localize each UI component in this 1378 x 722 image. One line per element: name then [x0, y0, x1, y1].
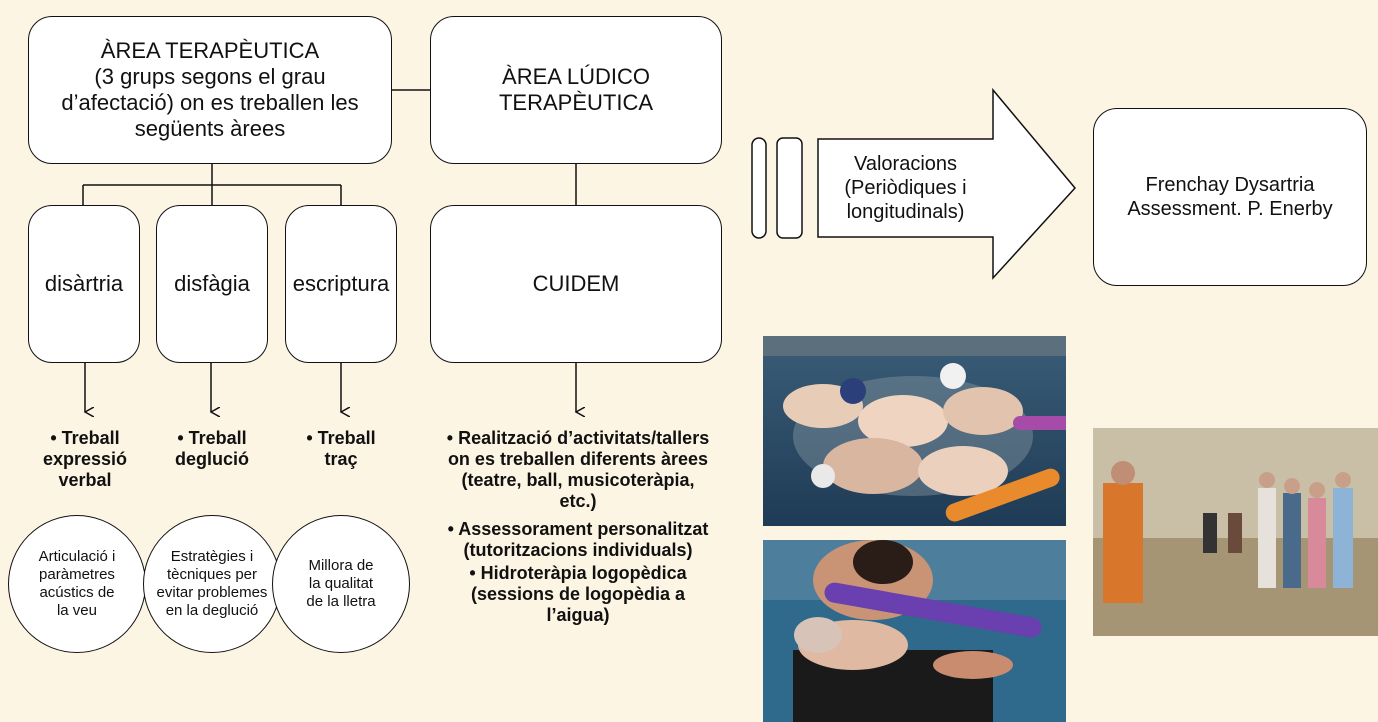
hydrotherapy-photo — [763, 540, 1066, 722]
cuidem-label: CUIDEM — [532, 271, 620, 296]
frenchay-box: Frenchay Dysartria Assessment. P. Enerby — [1093, 108, 1367, 286]
circle-millora-text: Millora de la qualitat de la lletra — [306, 557, 376, 610]
pool-group-photo — [763, 336, 1066, 526]
disartria-label: disàrtria — [44, 271, 124, 296]
disartria-box: disàrtria — [28, 205, 140, 363]
valoracions-label: Valoracions (Periòdiques i longitudinals… — [844, 153, 967, 223]
disfagia-box: disfàgia — [156, 205, 268, 363]
circle-millora: Millora de la qualitat de la lletra — [272, 515, 410, 653]
work-disartria: • Treball expressió verbal — [42, 428, 128, 490]
cuidem-item-1: • Realització d’activitats/tallers on es… — [446, 428, 710, 511]
circle-estrategies: Estratègies i tècniques per evitar probl… — [143, 515, 281, 653]
area-terapeutica-box: ÀREA TERAPÈUTICA (3 grups segons el grau… — [28, 16, 392, 164]
cuidem-item-3: • Hidroteràpia logopèdica (sessions de l… — [469, 563, 687, 625]
work-disfagia: • Treball deglució — [174, 428, 249, 469]
work-escriptura: • Treball traç — [306, 428, 376, 469]
circle-articulacio: Articulació i paràmetres acústics de la … — [8, 515, 146, 653]
area-terapeutica-label: ÀREA TERAPÈUTICA (3 grups segons el grau… — [61, 38, 359, 141]
escriptura-label: escriptura — [292, 271, 390, 296]
circle-estrategies-text: Estratègies i tècniques per evitar probl… — [156, 548, 268, 619]
cuidem-box: CUIDEM — [430, 205, 722, 363]
cuidem-item-2: • Assessorament personalitzat (tutoritza… — [447, 519, 709, 560]
frenchay-label: Frenchay Dysartria Assessment. P. Enerby — [1127, 174, 1333, 220]
area-ludico-box: ÀREA LÚDICO TERAPÈUTICA — [430, 16, 722, 164]
disfagia-label: disfàgia — [174, 271, 250, 296]
area-ludico-label: ÀREA LÚDICO TERAPÈUTICA — [498, 64, 654, 115]
escriptura-box: escriptura — [285, 205, 397, 363]
circle-articulacio-text: Articulació i paràmetres acústics de la … — [38, 548, 116, 619]
group-dance-photo — [1093, 428, 1378, 636]
